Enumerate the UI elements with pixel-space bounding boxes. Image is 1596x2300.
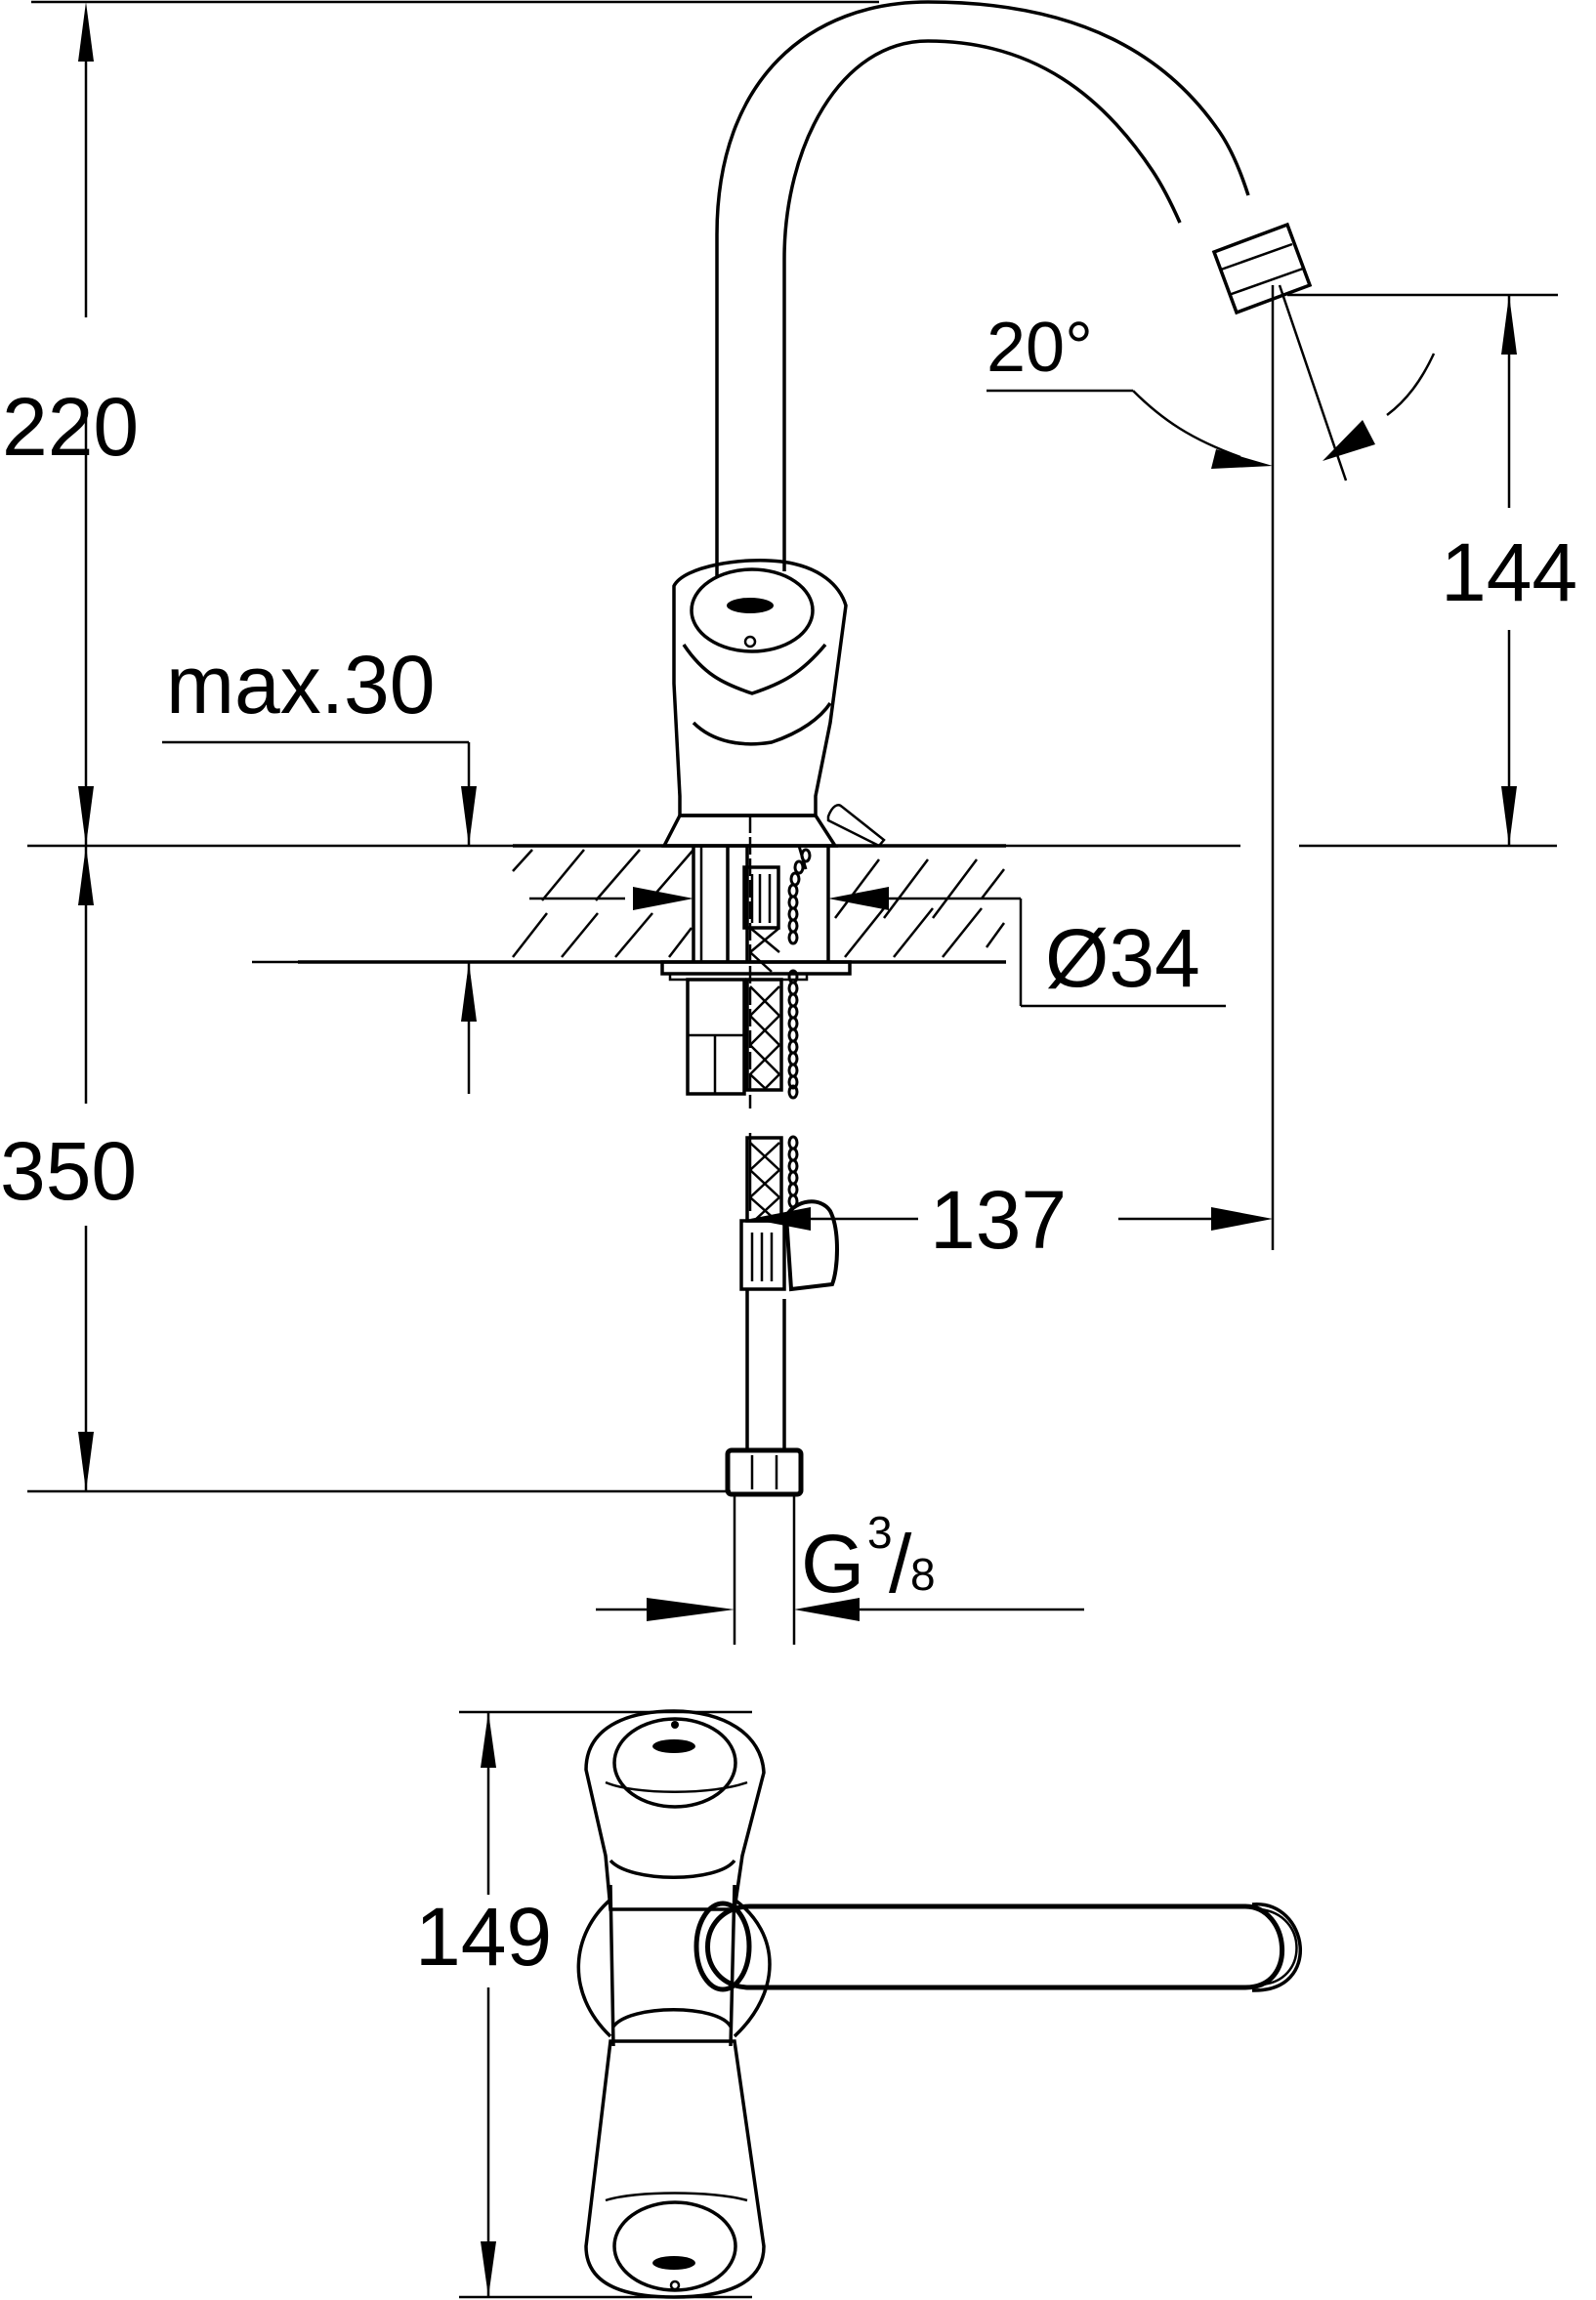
handle-lower-contour xyxy=(682,643,827,695)
plan-spout-tip-ring xyxy=(1251,1903,1302,1992)
deck-hatching xyxy=(512,849,1006,958)
plan-lower-logo xyxy=(652,2256,695,2270)
top-plan-view: 149 xyxy=(415,1709,1302,2299)
spout-outer-curve xyxy=(715,0,1250,576)
dim-label-max-30: max.30 xyxy=(166,639,435,731)
connection-nut xyxy=(725,1447,804,1497)
dim-label-diameter-34: Ø34 xyxy=(1045,912,1200,1004)
dim-label-20-degrees: 20° xyxy=(987,309,1093,387)
plan-upper-edge xyxy=(605,1780,748,1793)
dimension-137: 137 xyxy=(750,1174,1273,1266)
dim-label-137: 137 xyxy=(930,1174,1067,1266)
plan-upper-cap xyxy=(612,1717,737,1809)
plan-lower-edge xyxy=(605,2192,748,2202)
dimension-20-degrees: 20° xyxy=(987,284,1436,481)
under-deck-assembly xyxy=(660,815,852,1211)
popup-lever xyxy=(826,804,886,848)
mixer-body xyxy=(661,558,886,848)
braided-hose-lower xyxy=(725,1136,804,1497)
dimension-220: 220 xyxy=(2,2,139,846)
base-flange xyxy=(661,814,839,848)
spout-inner-curve xyxy=(782,39,1182,571)
dim-label-thread-base: G xyxy=(801,1518,864,1610)
plan-lower-lobe xyxy=(584,2039,766,2299)
dimension-max-30: max.30 xyxy=(162,639,477,1094)
dim-label-149: 149 xyxy=(415,1891,552,1983)
dimension-144: 144 xyxy=(1287,293,1577,846)
dim-label-220: 220 xyxy=(2,381,139,473)
popup-chain-lower xyxy=(783,1135,839,1292)
inner-nut xyxy=(742,865,780,930)
plan-spout-root xyxy=(693,1901,752,1992)
dim-label-thread-slash: / xyxy=(889,1518,912,1610)
handle-body-contour xyxy=(692,702,832,746)
plan-spout-tip-inner xyxy=(1259,1907,1298,1986)
plan-spout-arm xyxy=(705,1903,1284,1990)
plan-body-right-bulge xyxy=(733,1898,772,2038)
spout-aerator xyxy=(1211,222,1313,315)
braided-hose-upper xyxy=(745,927,783,1092)
handle-cap-ellipse xyxy=(690,567,815,653)
side-elevation-view xyxy=(27,0,1557,1645)
plan-lower-ring xyxy=(611,2008,733,2028)
backing-washer xyxy=(660,960,852,976)
plan-upper-dot xyxy=(671,1721,679,1729)
drain-plug xyxy=(783,1199,839,1292)
plan-upper-ring xyxy=(609,1859,736,1879)
dimension-thread-g-3-8: G 3 / 8 xyxy=(596,1507,1084,1621)
dim-label-thread-numerator: 3 xyxy=(867,1507,893,1558)
plan-upper-logo xyxy=(652,1739,695,1753)
plan-upper-lobe xyxy=(584,1709,766,1911)
plan-body-left-bulge xyxy=(576,1898,612,2038)
dimension-diameter-34: Ø34 xyxy=(529,887,1226,1008)
plan-body-sides xyxy=(609,1884,736,2047)
dim-label-144: 144 xyxy=(1441,526,1577,618)
dim-label-350: 350 xyxy=(0,1125,137,1217)
dim-label-thread-denominator: 8 xyxy=(910,1549,936,1600)
dimension-350: 350 xyxy=(0,846,137,1491)
plan-lower-cap xyxy=(612,2200,737,2292)
indicator-dot xyxy=(743,635,757,648)
popup-chain-upper xyxy=(787,845,812,1100)
plan-lower-dot xyxy=(669,2279,681,2291)
brand-logo-mark xyxy=(727,598,774,613)
